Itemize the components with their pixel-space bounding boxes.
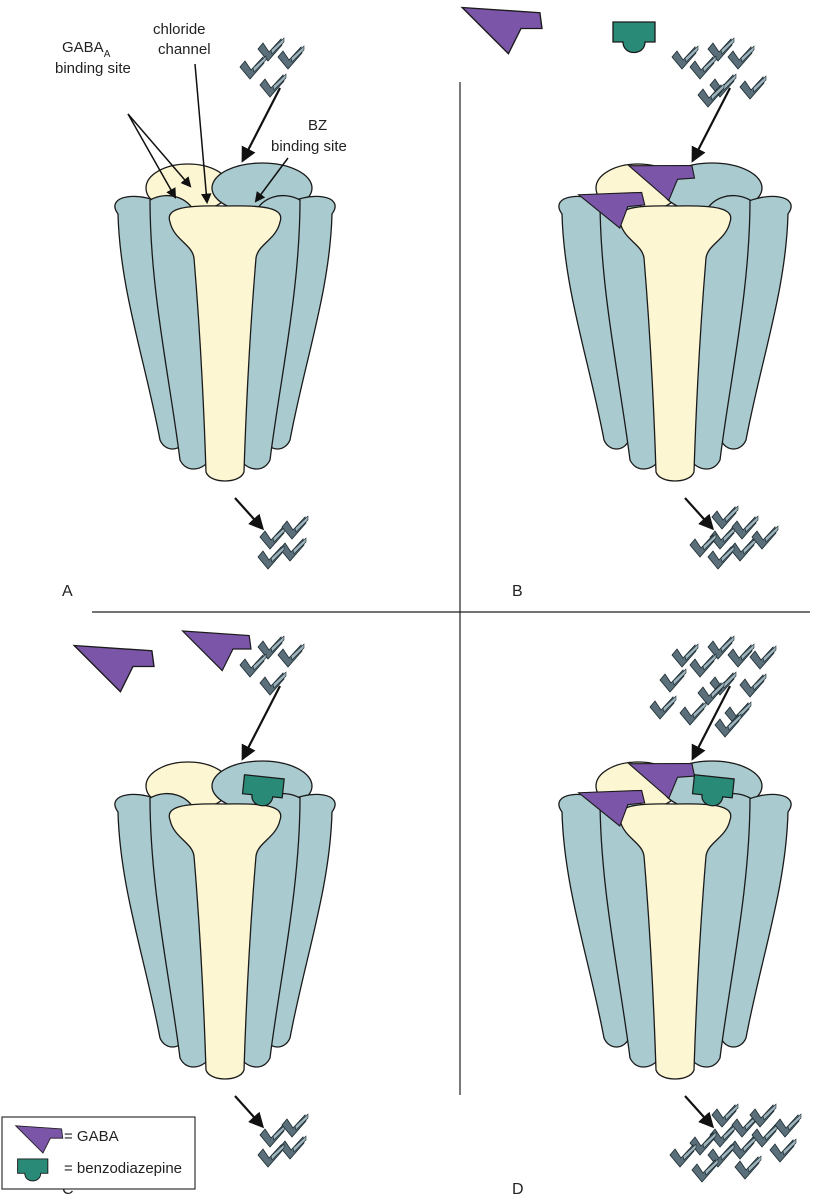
chloride-ion [281,515,309,540]
legend-gaba-label: = GABA [64,1128,119,1145]
legend: = GABA = benzodiazepine [1,1116,196,1190]
chloride-ion [751,1123,779,1148]
gaba-site-label: GABAA [62,39,111,60]
free-gaba-c-1 [73,644,155,693]
chloride-ion [774,1113,802,1138]
chloride-ion [734,1155,762,1180]
panel-letter: B [512,583,523,600]
chloride-ion [669,1143,697,1168]
panel-b: B [512,37,792,600]
chloride-ion [707,545,735,570]
receptor-b: B [512,37,792,600]
legend-benzodiazepine-label: = benzodiazepine [64,1160,182,1177]
ion-outflow-arrow [684,497,715,531]
chloride-channel [168,205,282,482]
chloride-ion [689,653,717,678]
ion-outflow-arrow [684,1095,715,1129]
pointer-bz-site [254,157,289,203]
chloride-ion [769,1138,797,1163]
bz-site-label: BZ [308,117,327,134]
pointer-gaba-site-2 [127,113,192,188]
chloride-ion [714,713,742,738]
chloride-ion [749,645,777,670]
chloride-channel-label: chloride [153,21,206,38]
pointer-gaba-site-1 [127,113,177,199]
chloride-channel [168,803,282,1080]
panel-a: A [62,37,336,600]
chloride-ion [281,1113,309,1138]
chloride-channel [618,803,732,1080]
ion-inflow-arrow [691,685,731,761]
ion-outflow-arrow [234,497,265,531]
receptor-c: C [62,635,336,1198]
chloride-ion [239,653,267,678]
bz-site-label-line2: binding site [271,138,347,155]
pointer-chloride-channel [194,63,212,205]
chloride-ion [259,525,287,550]
chloride-ion [751,525,779,550]
chloride-ion [239,55,267,80]
chloride-ion [649,695,677,720]
panel-letter: A [62,583,73,600]
chloride-ion [727,45,755,70]
chloride-ion [257,545,285,570]
free-gaba-b [461,6,543,55]
annotations-panel-a: GABAA binding site chloride channel BZ b… [55,21,347,205]
chloride-ion [691,1158,719,1183]
chloride-channel-label-line2: channel [158,41,211,58]
chloride-ion [727,643,755,668]
chloride-ion [257,1143,285,1168]
receptor-a: A [62,37,336,600]
ion-outflow-arrow [234,1095,265,1129]
ion-inflow-arrow [241,685,281,761]
chloride-ion [259,671,287,696]
chloride-ion [259,73,287,98]
chloride-ion [277,643,305,668]
chloride-ion [739,673,767,698]
panel-letter: D [512,1181,524,1198]
chloride-ion [259,1123,287,1148]
chloride-channel [618,205,732,482]
free-benzodiazepine-b [612,21,656,54]
chloride-ion [679,701,707,726]
panel-d: D [512,635,802,1198]
chloride-ion [739,75,767,100]
chloride-ion [689,55,717,80]
gaba-site-label-line2: binding site [55,60,131,77]
ion-inflow-arrow [691,87,731,163]
chloride-ion [277,45,305,70]
receptor-d: D [512,635,802,1198]
chloride-ion [659,668,687,693]
ion-inflow-arrow [241,87,281,163]
panel-c: C [62,635,336,1198]
